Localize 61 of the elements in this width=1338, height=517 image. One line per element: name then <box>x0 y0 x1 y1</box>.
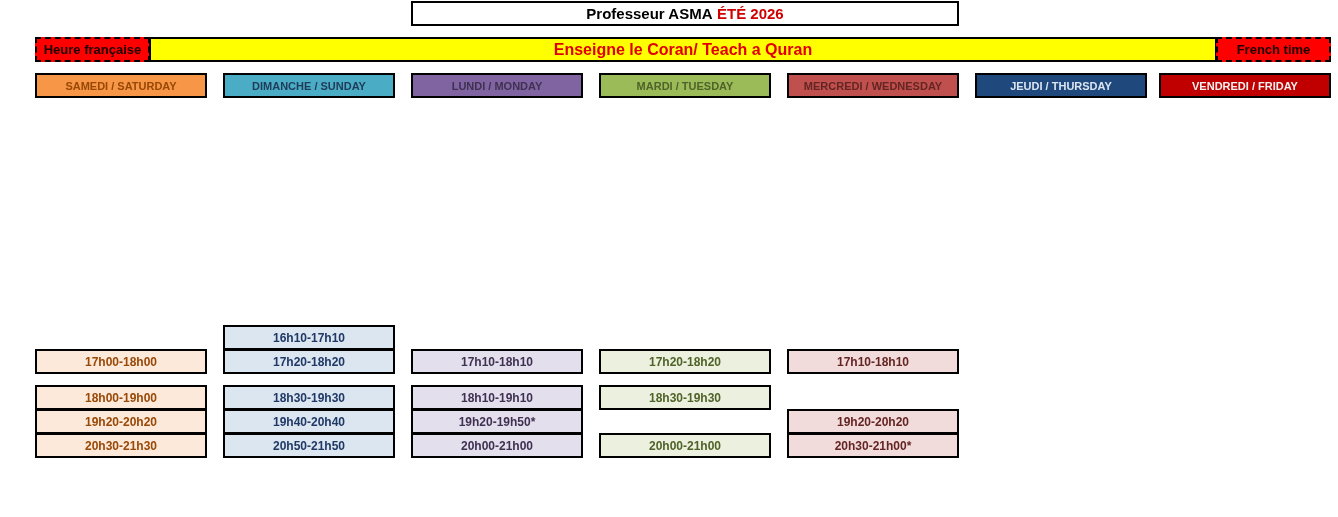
day-name: VENDREDI / FRIDAY <box>1192 79 1298 92</box>
time-range: 20h30-21h30 <box>84 438 157 453</box>
time-slot <box>411 349 583 374</box>
day-name: SAMEDI / SATURDAY <box>65 79 177 92</box>
time-range: 19h20-19h50* <box>458 414 536 429</box>
day-name: MERCREDI / WEDNESDAY <box>803 79 943 92</box>
time-range: 20h50-21h50 <box>272 438 345 453</box>
time-slot <box>787 349 959 374</box>
time-slot <box>35 349 207 374</box>
time-range: 20h30-21h00* <box>834 438 912 453</box>
day-header <box>599 73 771 98</box>
time-slot <box>35 433 207 458</box>
time-zone-label <box>35 37 150 62</box>
time-range: 17h20-18h20 <box>648 354 721 369</box>
time-range: 20h00-21h00 <box>648 438 721 453</box>
day-name: LUNDI / MONDAY <box>451 79 543 92</box>
time-slot <box>35 385 207 410</box>
time-range: 19h20-20h20 <box>836 414 909 429</box>
day-header <box>787 73 959 98</box>
banner <box>149 37 1217 62</box>
time-zone-text: French time <box>1236 42 1311 57</box>
time-slot <box>411 433 583 458</box>
day-header <box>223 73 395 98</box>
title-box <box>411 1 959 26</box>
banner-text: Enseigne le Coran/ Teach a Quran <box>553 40 813 59</box>
time-range: 17h10-18h10 <box>836 354 909 369</box>
time-slot <box>411 385 583 410</box>
time-zone-text: Heure française <box>43 42 142 57</box>
time-range: 16h10-17h10 <box>272 330 345 345</box>
time-slot <box>223 409 395 434</box>
season-text: ÉTÉ 2026 <box>716 5 784 22</box>
time-slot <box>223 385 395 410</box>
title-text: Professeur ASMA <box>586 5 713 22</box>
time-slot <box>223 433 395 458</box>
time-slot <box>411 409 583 434</box>
time-slot <box>223 325 395 350</box>
time-slot <box>599 349 771 374</box>
time-range: 19h40-20h40 <box>272 414 345 429</box>
day-header <box>411 73 583 98</box>
time-range: 18h10-19h10 <box>460 390 533 405</box>
time-slot <box>787 409 959 434</box>
time-range: 19h20-20h20 <box>84 414 157 429</box>
day-name: JEUDI / THURSDAY <box>1010 79 1112 92</box>
time-slot <box>787 433 959 458</box>
time-zone-label <box>1216 37 1331 62</box>
time-range: 18h30-19h30 <box>272 390 345 405</box>
time-slot <box>35 409 207 434</box>
day-name: DIMANCHE / SUNDAY <box>252 79 366 92</box>
time-range: 18h00-19h00 <box>84 390 157 405</box>
time-range: 20h00-21h00 <box>460 438 533 453</box>
time-slot <box>223 349 395 374</box>
day-header <box>1159 73 1331 98</box>
time-slot <box>599 433 771 458</box>
day-header <box>35 73 207 98</box>
day-name: MARDI / TUESDAY <box>636 79 734 92</box>
day-header <box>975 73 1147 98</box>
time-range: 17h10-18h10 <box>460 354 533 369</box>
time-range: 18h30-19h30 <box>648 390 721 405</box>
time-slot <box>599 385 771 410</box>
time-range: 17h00-18h00 <box>84 354 157 369</box>
time-range: 17h20-18h20 <box>272 354 345 369</box>
